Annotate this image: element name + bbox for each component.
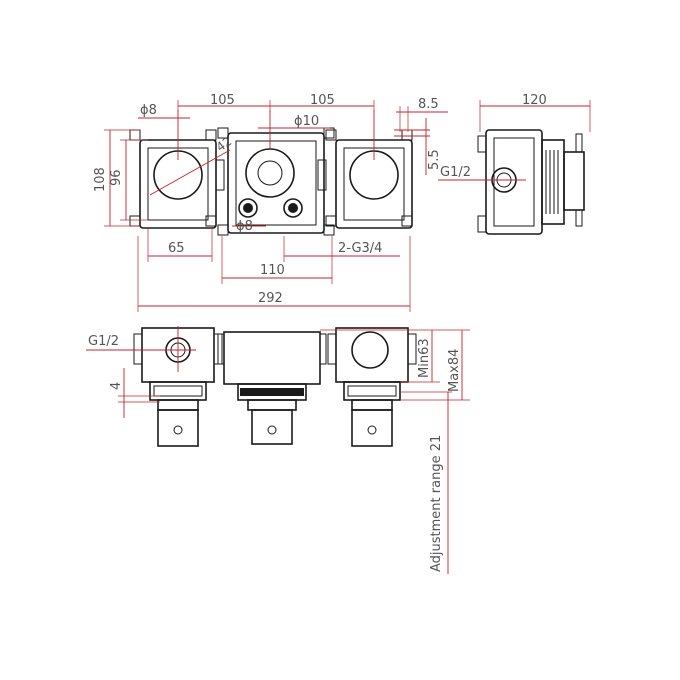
- dim-width-110: 110: [260, 263, 285, 278]
- side-thread-lines: [545, 150, 559, 214]
- dim-front-g1-2: G1/2: [88, 334, 119, 349]
- dim-overall-292: 292: [258, 291, 283, 306]
- dim-offset-8-5: 8.5: [418, 97, 439, 112]
- dim-side-g1-2: G1/2: [440, 165, 471, 180]
- dim-offset-5-5: 5.5: [427, 149, 442, 170]
- dim-adjustment-range-21: Adjustment range 21: [429, 435, 444, 572]
- dim-thread-2-g3-4: 2-G3/4: [338, 241, 382, 256]
- dim-105-left: 105: [210, 93, 235, 108]
- dim-width-65: 65: [168, 241, 185, 256]
- dim-max-84: Max84: [447, 349, 462, 392]
- front-center-module: [217, 331, 327, 445]
- dim-height-96: 96: [109, 169, 124, 186]
- dim-105-right: 105: [310, 93, 335, 108]
- front-view: G1/2 4 Min63 Max84 Adjustment range 21: [86, 326, 470, 574]
- top-view: 105 105 ϕ8 ϕ10 42 8.5 5.5 108 96 ϕ8: [93, 93, 448, 312]
- dim-dia-8-bottom: ϕ8: [236, 219, 253, 234]
- top-center-valve: [217, 127, 335, 236]
- dim-dia-10: ϕ10: [294, 114, 319, 129]
- side-view: 120 G1/2: [438, 93, 591, 235]
- dim-height-108: 108: [93, 167, 108, 192]
- front-right-module: [327, 327, 417, 447]
- dim-gap-4: 4: [109, 382, 124, 390]
- top-left-valve: [129, 129, 225, 229]
- dim-dia-8-top: ϕ8: [140, 103, 157, 118]
- dim-min-63: Min63: [417, 338, 432, 378]
- dim-depth-120: 120: [522, 93, 547, 108]
- top-right-valve: [325, 129, 413, 229]
